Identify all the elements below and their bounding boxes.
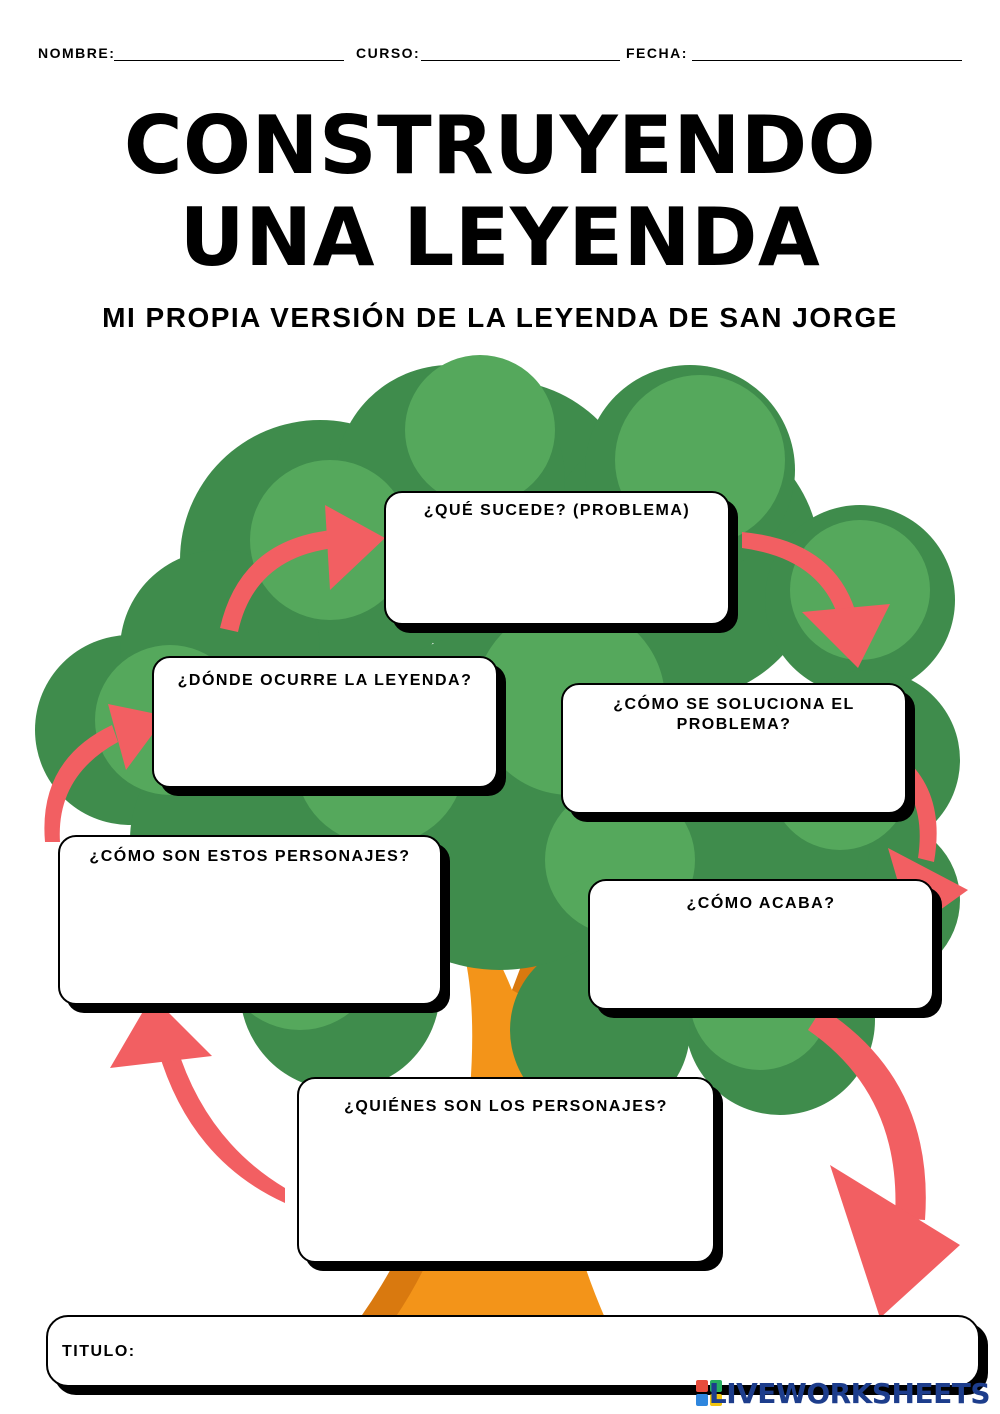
- liveworksheets-brand: LIVEWORKSHEETS: [708, 1377, 991, 1410]
- title-line-1: CONSTRUYENDO: [123, 99, 877, 192]
- box-quienes[interactable]: ¿QUIÉNES SON LOS PERSONAJES?: [297, 1077, 715, 1263]
- box-como-son[interactable]: ¿CÓMO SON ESTOS PERSONAJES?: [58, 835, 442, 1005]
- box-que-sucede[interactable]: ¿QUÉ SUCEDE? (PROBLEMA): [384, 491, 730, 625]
- box-como-son-label: ¿CÓMO SON ESTOS PERSONAJES?: [89, 848, 411, 865]
- liveworksheets-logo-icon: [696, 1380, 722, 1406]
- arrow-que-sucede-to-como-soluciona: [742, 532, 890, 668]
- arrow-donde-to-que-sucede: [220, 505, 385, 632]
- box-que-sucede-label: ¿QUÉ SUCEDE? (PROBLEMA): [423, 502, 691, 519]
- arrow-como-son-to-donde: [44, 704, 166, 842]
- box-quienes-label: ¿QUIÉNES SON LOS PERSONAJES?: [344, 1098, 668, 1115]
- page-subtitle: MI PROPIA VERSIÓN DE LA LEYENDA DE SAN J…: [102, 302, 898, 333]
- title-line-2: UNA LEYENDA: [179, 191, 821, 284]
- fecha-label: FECHA:: [626, 45, 688, 61]
- nombre-field[interactable]: [114, 60, 344, 61]
- box-como-soluciona[interactable]: ¿CÓMO SE SOLUCIONA EL PROBLEMA?: [561, 683, 907, 814]
- page-title: CONSTRUYENDO UNA LEYENDA: [0, 100, 1000, 284]
- box-donde-ocurre[interactable]: ¿DÓNDE OCURRE LA LEYENDA?: [152, 656, 498, 788]
- titulo-label: TITULO:: [62, 1343, 136, 1360]
- curso-label: CURSO:: [356, 45, 421, 61]
- fecha-field[interactable]: [692, 60, 962, 61]
- box-como-acaba[interactable]: ¿CÓMO ACABA?: [588, 879, 934, 1010]
- box-como-soluciona-label: ¿CÓMO SE SOLUCIONA EL PROBLEMA?: [613, 696, 855, 733]
- arrow-quienes-to-como-son: [110, 996, 285, 1203]
- titulo-field[interactable]: TITULO:: [46, 1315, 980, 1387]
- arrow-como-acaba-to-titulo: [808, 1008, 960, 1318]
- curso-field[interactable]: [421, 60, 620, 61]
- box-donde-ocurre-label: ¿DÓNDE OCURRE LA LEYENDA?: [177, 672, 473, 689]
- nombre-label: NOMBRE:: [38, 45, 116, 61]
- box-como-acaba-label: ¿CÓMO ACABA?: [686, 895, 836, 912]
